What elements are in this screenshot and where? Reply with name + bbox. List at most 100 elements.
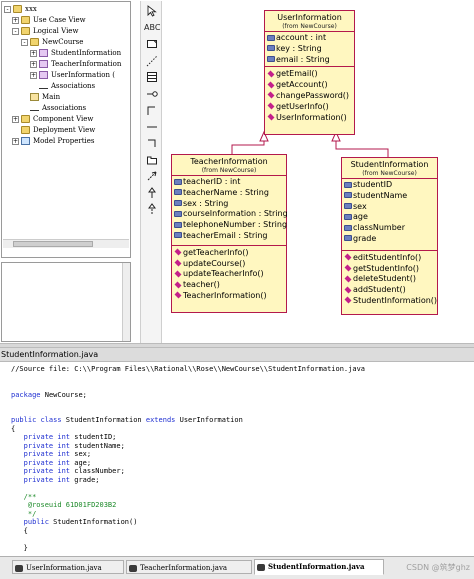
code-line: } bbox=[11, 544, 28, 552]
tool-pointer-icon[interactable] bbox=[144, 4, 160, 18]
tree-item[interactable]: Deployment View bbox=[12, 125, 95, 136]
attribute-label: teacherID : int bbox=[183, 177, 241, 186]
tool-dependency-icon[interactable] bbox=[144, 169, 160, 183]
class-teacher-information[interactable]: TeacherInformation (from NewCourse) teac… bbox=[171, 154, 288, 313]
tool-class-icon[interactable] bbox=[144, 70, 160, 84]
operation-label: getTeacherInfo() bbox=[183, 247, 249, 257]
tree-item-label: Deployment View bbox=[33, 126, 96, 134]
collapse-icon[interactable]: - bbox=[4, 5, 11, 13]
tree-item[interactable]: Main bbox=[21, 92, 60, 103]
tool-anchor-icon[interactable] bbox=[144, 54, 160, 68]
class-operation: getUserInfo() bbox=[265, 102, 354, 113]
tree-item[interactable]: +StudentInformation bbox=[30, 48, 121, 59]
tree-item[interactable]: +TeacherInformation bbox=[30, 59, 121, 70]
expand-icon[interactable]: + bbox=[30, 60, 37, 68]
tree-item[interactable]: -NewCourse bbox=[21, 37, 83, 48]
expand-icon[interactable]: + bbox=[30, 71, 37, 79]
tree-item[interactable]: +Model Properties bbox=[12, 136, 95, 147]
class-operation: updateTeacherInfo() bbox=[172, 269, 286, 280]
code-line: public class StudentInformation extends … bbox=[11, 416, 243, 424]
code-keyword: public bbox=[11, 518, 49, 526]
cls-icon bbox=[39, 71, 48, 79]
code-keyword: private int bbox=[11, 441, 71, 450]
collapse-icon[interactable]: - bbox=[12, 27, 19, 35]
tree-item[interactable]: -Logical View bbox=[12, 26, 78, 37]
code-text: } bbox=[11, 543, 28, 552]
class-diagram-canvas[interactable]: UserInformation (from NewCourse) account… bbox=[163, 1, 474, 343]
class-attribute: teacherID : int bbox=[172, 177, 286, 188]
class-student-information[interactable]: StudentInformation (from NewCourse) stud… bbox=[341, 157, 438, 315]
operation-label: getStudentInfo() bbox=[353, 263, 420, 273]
folder-icon bbox=[21, 115, 30, 123]
class-operation: updateCourse() bbox=[172, 259, 286, 270]
operation-label: updateCourse() bbox=[183, 258, 246, 268]
tree-spacer bbox=[12, 126, 19, 134]
tool-generalization-icon[interactable] bbox=[144, 186, 160, 200]
operation-label: editStudentInfo() bbox=[353, 252, 422, 262]
tool-realization-icon[interactable] bbox=[144, 202, 160, 216]
code-text: StudentInformation bbox=[61, 416, 146, 424]
public-operation-icon bbox=[174, 292, 182, 299]
editor-tab[interactable]: UserInformation.java bbox=[12, 560, 124, 574]
model-browser-tree[interactable]: -xxx+Use Case View-Logical View-NewCours… bbox=[1, 1, 131, 258]
tool-package-icon[interactable] bbox=[144, 153, 160, 167]
doc-scrollbar[interactable] bbox=[122, 263, 130, 341]
expand-icon[interactable]: + bbox=[12, 115, 19, 123]
tree-item[interactable]: +Use Case View bbox=[12, 15, 86, 26]
pane-splitter[interactable] bbox=[0, 343, 474, 348]
class-attribute: grade bbox=[342, 234, 437, 245]
collapse-icon[interactable]: - bbox=[21, 38, 28, 46]
documentation-pane[interactable] bbox=[1, 262, 131, 342]
tree-item[interactable]: +Component View bbox=[12, 114, 93, 125]
model-icon bbox=[21, 137, 30, 145]
editor-tab[interactable]: TeacherInformation.java bbox=[126, 560, 252, 574]
public-operation-icon bbox=[267, 102, 275, 110]
code-line: */ bbox=[11, 510, 36, 518]
scroll-thumb[interactable] bbox=[13, 241, 93, 247]
code-text: { bbox=[11, 424, 16, 433]
tree-item[interactable]: -xxx bbox=[4, 4, 37, 15]
class-user-information[interactable]: UserInformation (from NewCourse) account… bbox=[264, 10, 355, 135]
class-operation: teacher() bbox=[172, 280, 286, 291]
class-attribute: sex : String bbox=[172, 199, 286, 210]
operation-label: getUserInfo() bbox=[276, 101, 329, 111]
class-attribute: classNumber bbox=[342, 223, 437, 234]
tree-item[interactable]: +UserInformation ( bbox=[30, 70, 115, 81]
expand-icon[interactable]: + bbox=[30, 49, 37, 57]
tree-item-label: Main bbox=[42, 93, 61, 101]
code-line: private int sex; bbox=[11, 450, 91, 458]
attribute-label: account : int bbox=[276, 33, 327, 42]
tool-unidirectional-icon[interactable] bbox=[144, 120, 160, 134]
browser-hscrollbar[interactable] bbox=[3, 239, 129, 248]
editor-tab[interactable]: StudentInformation.java bbox=[254, 559, 384, 575]
generalization-arrows bbox=[231, 130, 389, 157]
tool-aggregation-icon[interactable] bbox=[144, 136, 160, 150]
class-attribute: account : int bbox=[265, 33, 354, 44]
tool-note-icon[interactable] bbox=[144, 37, 160, 51]
public-operation-icon bbox=[174, 259, 182, 267]
code-editor[interactable]: //Source file: C:\\Program Files\\Ration… bbox=[0, 361, 474, 556]
private-attribute-icon bbox=[267, 56, 275, 63]
expand-icon[interactable]: + bbox=[12, 137, 19, 145]
class-attribute: studentID bbox=[342, 180, 437, 191]
expand-icon[interactable]: + bbox=[12, 16, 19, 24]
class-operation: TeacherInformation() bbox=[172, 291, 286, 302]
tool-association-icon[interactable] bbox=[144, 103, 160, 117]
public-operation-icon bbox=[344, 253, 352, 261]
class-attribute: email : String bbox=[265, 55, 354, 66]
private-attribute-icon bbox=[344, 181, 352, 188]
tree-item[interactable]: Associations bbox=[30, 81, 95, 92]
tree-item[interactable]: Associations bbox=[21, 103, 86, 114]
attribute-label: sex : String bbox=[183, 198, 229, 208]
code-line: private int grade; bbox=[11, 476, 100, 484]
class-name: UserInformation bbox=[277, 13, 342, 22]
code-text: studentName; bbox=[70, 441, 125, 450]
code-text: //Source file: C:\\Program Files\\Ration… bbox=[11, 365, 366, 373]
class-operation: editStudentInfo() bbox=[342, 253, 437, 264]
class-operation: getAccount() bbox=[265, 80, 354, 91]
tool-abc-icon[interactable]: ABC bbox=[144, 22, 161, 32]
tool-interface-icon[interactable] bbox=[144, 87, 160, 101]
operation-label: TeacherInformation() bbox=[183, 290, 267, 300]
